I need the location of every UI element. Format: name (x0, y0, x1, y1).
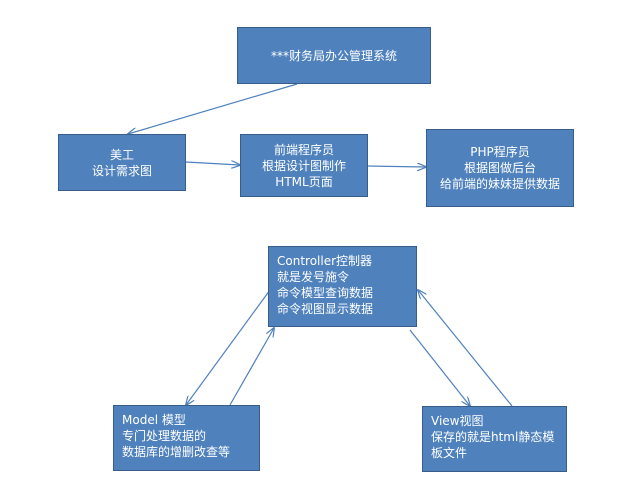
designer-task: 设计需求图 (91, 163, 152, 178)
arrow-designer-to-frontend (185, 162, 240, 165)
arrow-frontend-to-php (367, 166, 426, 167)
system-title-box: ***财务局办公管理系统 (237, 27, 431, 84)
view-desc-1: 保存的就是html静态模 (431, 430, 555, 444)
controller-desc-1: 就是发号施令 (277, 270, 350, 284)
model-box: Model 模型 专门处理数据的 数据库的增删改查等 (113, 405, 260, 471)
designer-box: 美工 设计需求图 (58, 134, 186, 191)
php-role: PHP程序员 (470, 145, 530, 159)
controller-desc-2: 命令模型查询数据 (277, 286, 374, 300)
frontend-task: 根据设计图制作 (261, 158, 346, 173)
arrow-system-to-designer (128, 83, 298, 134)
view-box: View视图 保存的就是html静态模 板文件 (422, 406, 567, 472)
arrow-controller-to-view (409, 329, 470, 406)
php-output: 给前端的妹妹提供数据 (439, 177, 560, 191)
view-desc-2: 板文件 (431, 446, 468, 460)
arrow-view-to-controller (418, 290, 513, 407)
model-desc-1: 专门处理数据的 (122, 429, 207, 443)
frontend-role: 前端程序员 (273, 142, 334, 157)
designer-role: 美工 (109, 147, 134, 162)
frontend-box: 前端程序员 根据设计图制作 HTML页面 (240, 134, 368, 197)
php-box: PHP程序员 根据图做后台 给前端的妹妹提供数据 (426, 129, 574, 207)
model-desc-2: 数据库的增删改查等 (122, 445, 231, 459)
controller-title: Controller控制器 (277, 254, 373, 268)
system-title: ***财务局办公管理系统 (270, 48, 397, 63)
model-title: Model 模型 (122, 413, 186, 427)
php-task: 根据图做后台 (463, 161, 536, 175)
arrow-model-to-controller (229, 328, 274, 406)
controller-desc-3: 命令视图显示数据 (277, 302, 374, 316)
view-title: View视图 (431, 414, 484, 428)
controller-box: Controller控制器 就是发号施令 命令模型查询数据 命令视图显示数据 (268, 246, 417, 327)
arrow-controller-to-model (186, 289, 271, 405)
frontend-output: HTML页面 (275, 174, 333, 189)
